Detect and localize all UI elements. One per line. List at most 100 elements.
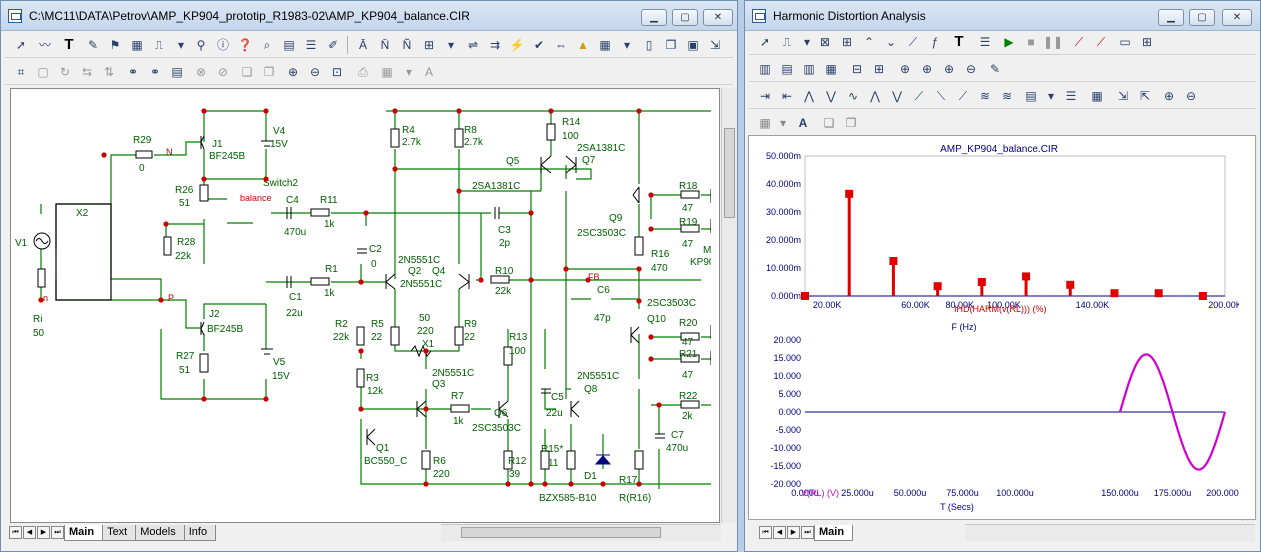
global-low-icon[interactable]: ⋁ [892,89,902,103]
export-icon[interactable]: ⇲ [709,38,721,52]
last-tab-icon[interactable]: ⏭ [801,526,814,539]
text-icon[interactable]: T [954,33,964,50]
page-icon[interactable]: ▯ [645,38,653,52]
dropdown-icon[interactable]: ▾ [1047,89,1055,103]
attr-text-icon[interactable]: Ā [358,38,367,52]
select-icon[interactable]: ➚ [15,38,27,52]
vertical-scrollbar[interactable] [721,88,737,523]
bus-icon[interactable]: ▦ [131,38,143,52]
scale-icon[interactable]: ⊠ [819,35,831,49]
zoom-out-icon[interactable]: ⊖ [309,65,321,79]
minimize-button[interactable]: ▁ [641,9,667,26]
edit-icon[interactable]: ✎ [989,62,1001,76]
edit-icon[interactable]: ✐ [327,38,339,52]
list-icon[interactable]: ☰ [305,38,317,52]
last-tab-icon[interactable]: ⏭ [51,526,64,539]
first-tab-icon[interactable]: ⏮ [759,526,772,539]
zoom-icon[interactable]: ⊕ [899,62,911,76]
tab-text[interactable]: Text [102,524,137,541]
low-icon[interactable]: ⋁ [826,89,836,103]
print-icon[interactable]: ⎙ [358,65,368,79]
zoom-in-icon[interactable]: ⊕ [1163,89,1175,103]
zoom-in-icon[interactable]: ⊕ [287,65,299,79]
stop-icon[interactable]: ■ [1027,35,1035,49]
maximize-button[interactable]: ▢ [1189,9,1215,26]
valley-icon[interactable]: ⌄ [885,35,897,49]
wire-icon[interactable]: 〰 [38,38,51,52]
dropdown-icon[interactable]: ▾ [447,38,455,52]
zoom-fit-icon[interactable]: ⊡ [331,65,343,79]
properties-icon[interactable]: ☰ [979,35,991,49]
formula-icon[interactable]: ƒ [931,35,939,49]
prev-tab-icon[interactable]: ◀ [23,526,36,539]
xval-icon[interactable]: ≋ [979,89,991,103]
probe-icon[interactable]: ⎍ [782,35,792,49]
tab-main[interactable]: Main [814,524,854,541]
binoculars-next-icon[interactable]: ⚭ [149,65,161,79]
close-button[interactable]: ✕ [703,9,733,26]
maximize-button[interactable]: ▢ [672,9,698,26]
cursor-icon[interactable]: ⊞ [841,35,853,49]
text-icon[interactable]: T [64,36,74,53]
font-icon[interactable]: A [424,65,433,79]
paste-icon[interactable]: ❐ [263,65,275,79]
table4-icon[interactable]: ▦ [825,62,837,76]
split-icon[interactable]: ⊟ [851,62,863,76]
pin-icon[interactable]: Ñ [402,38,412,52]
horizontal-scrollbar[interactable] [965,524,1255,541]
find-icon[interactable]: ⌕ [263,38,271,52]
split2-icon[interactable]: ⊞ [873,62,885,76]
stop-icon[interactable]: ⊗ [195,65,207,79]
dropdown-icon[interactable]: ▾ [803,35,811,49]
next-tab-icon[interactable]: ▶ [37,526,50,539]
pencil-icon[interactable]: ✎ [87,38,99,52]
copy-page-icon[interactable]: ❐ [665,38,677,52]
condition-icon[interactable]: ✔ [533,38,545,52]
bottom-icon[interactable]: ⟍ [936,89,946,103]
tab-main[interactable]: Main [64,524,104,541]
probe-icon[interactable]: ⚲ [196,38,206,52]
align-icon[interactable]: ▤ [171,65,183,79]
hscroll-thumb[interactable] [461,527,661,538]
select-icon[interactable]: ➚ [759,35,771,49]
copy-icon[interactable]: ❏ [241,65,253,79]
data-icon[interactable]: ▦ [1091,89,1103,103]
connect-icon[interactable]: ⇔ [555,38,567,52]
table3-icon[interactable]: ▥ [803,62,815,76]
tab-models[interactable]: Models [135,524,185,541]
high-icon[interactable]: ⋀ [804,89,814,103]
pause-icon[interactable]: ❚❚ [1043,35,1064,49]
top-icon[interactable]: ⟋ [914,89,924,103]
table2-icon[interactable]: ▤ [781,62,793,76]
line-icon[interactable]: ⟋ [1074,35,1084,49]
peak-next-icon[interactable]: ⇥ [759,89,771,103]
dropdown-icon[interactable]: ▾ [405,65,413,79]
run-icon[interactable]: ▶ [1004,35,1014,49]
region-select-icon[interactable]: ⌗ [17,65,25,79]
dropdown-icon[interactable]: ▾ [779,116,787,130]
flip-x-icon[interactable]: ⇆ [81,65,93,79]
table-icon[interactable]: ▥ [759,62,771,76]
slope-icon[interactable]: ⟋ [958,89,968,103]
zoom-out-icon[interactable]: ⊖ [965,62,977,76]
frame2-icon[interactable]: ⊞ [1141,35,1153,49]
slope-icon[interactable]: ⟋ [908,35,918,49]
pause-icon[interactable]: ⊘ [217,65,229,79]
warning-icon[interactable]: ▲ [577,38,589,52]
dropdown-icon[interactable]: ▾ [623,38,631,52]
window-icon[interactable]: ▣ [687,38,699,52]
fit2-icon[interactable]: ⇱ [1139,89,1151,103]
scroll-thumb[interactable] [724,128,735,218]
font-icon[interactable]: A [798,116,808,130]
component-icon[interactable]: ⎍ [154,38,164,52]
grid-icon[interactable]: ▤ [283,38,295,52]
current-icon[interactable]: ⇉ [489,38,501,52]
info-icon[interactable]: ⓘ [216,38,229,52]
line2-icon[interactable]: ⟋ [1096,35,1106,49]
node-numbers-icon[interactable]: N̄ [380,38,390,52]
next-tab-icon[interactable]: ▶ [787,526,800,539]
box-icon[interactable]: ▢ [37,65,49,79]
arrange-icon[interactable]: ▦ [381,65,393,79]
